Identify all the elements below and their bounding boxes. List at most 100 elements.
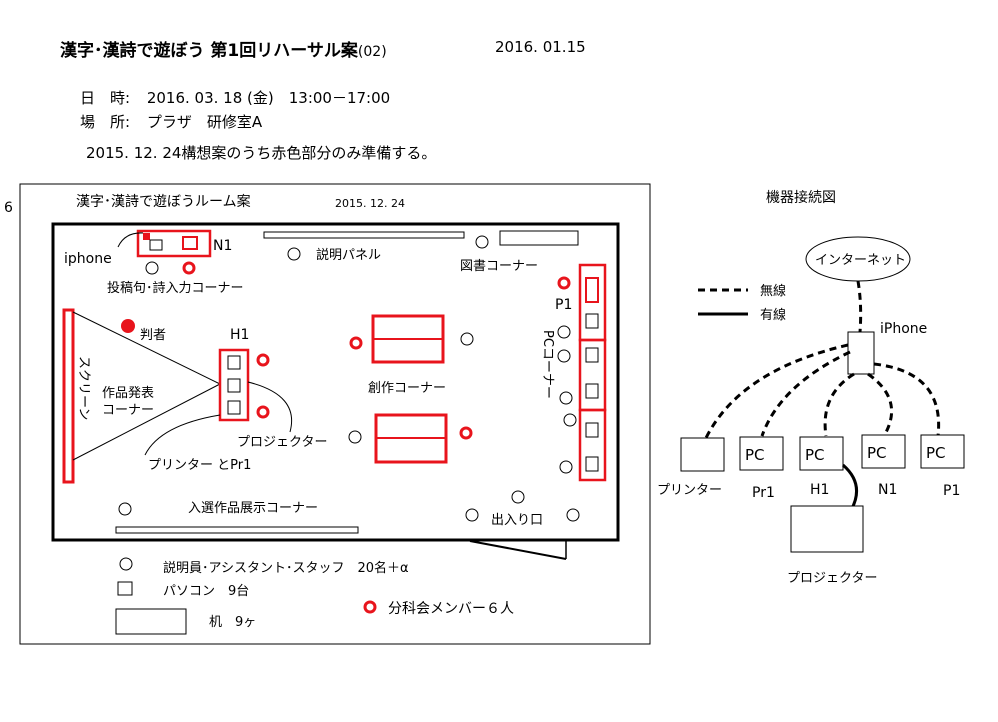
staff-circle bbox=[566, 508, 580, 522]
member-circle bbox=[182, 261, 196, 275]
pc-label: PC bbox=[805, 446, 825, 464]
legend-wired: 有線 bbox=[760, 307, 786, 323]
explanation-panel-board bbox=[263, 231, 465, 239]
pc-node-n1 bbox=[861, 434, 906, 469]
legend-member-circle bbox=[363, 600, 377, 614]
pc-desk bbox=[578, 408, 607, 482]
doc-title: 漢字･漢詩で遊ぼう 第1回リハーサル案 bbox=[60, 41, 358, 61]
projection-line-top bbox=[72, 311, 221, 385]
explanation-panel-label: 説明パネル bbox=[316, 247, 381, 263]
projector-node bbox=[790, 505, 864, 553]
legend-staff: 説明員･アシスタント･スタッフ 20名＋α bbox=[163, 560, 409, 576]
screen-label: スクリーン bbox=[76, 356, 91, 420]
staff-circle bbox=[563, 413, 577, 427]
iphone-pointer bbox=[117, 232, 144, 248]
printer-node bbox=[680, 437, 725, 472]
prep-note: 2015. 12. 24構想案のうち赤色部分のみ準備する。 bbox=[86, 144, 437, 162]
room-plan-frame bbox=[19, 183, 651, 645]
legend-wireless: 無線 bbox=[760, 283, 786, 299]
internet-label: インターネット bbox=[815, 253, 906, 268]
place-line: 場 所: プラザ 研修室A bbox=[80, 111, 262, 132]
legend-staff-circle bbox=[119, 557, 133, 571]
staff-circle bbox=[559, 460, 573, 474]
input-corner-label: 投稿句･詩入力コーナー bbox=[107, 280, 244, 296]
room-plan-date: 2015. 12. 24 bbox=[335, 197, 405, 210]
staff-circle bbox=[557, 325, 571, 339]
pc bbox=[585, 313, 599, 329]
member-circle bbox=[459, 426, 473, 440]
staff-circle bbox=[287, 247, 301, 261]
exhibition-corner-label: 入選作品展示コーナー bbox=[188, 501, 318, 516]
exhibition-board bbox=[115, 526, 359, 534]
place-label: 場 所: bbox=[80, 113, 131, 131]
iphone-node bbox=[847, 331, 875, 375]
wireless-link-p1 bbox=[873, 362, 941, 437]
legend-desk-box bbox=[115, 608, 187, 635]
datetime-line: 日 時: 2016. 03. 18 (金) 13:00－17:00 bbox=[80, 87, 390, 108]
iphone-label: iphone bbox=[64, 251, 112, 267]
datetime-label: 日 時: bbox=[80, 89, 131, 107]
member-circle bbox=[349, 336, 363, 350]
legend-desk: 机 9ヶ bbox=[209, 615, 256, 630]
pc-label: PC bbox=[745, 446, 765, 464]
member-circle bbox=[256, 353, 270, 367]
projector-label: プロジェクター bbox=[237, 435, 327, 450]
judge-label: 判者 bbox=[140, 328, 166, 343]
pc bbox=[585, 456, 599, 472]
judge-dot bbox=[121, 319, 135, 333]
legend-members: 分科会メンバー６人 bbox=[388, 601, 514, 617]
pc bbox=[585, 383, 599, 399]
presentation-corner-label-2: コーナー bbox=[102, 403, 154, 418]
legend-pc-box bbox=[117, 581, 133, 596]
wireless-link-n1 bbox=[867, 372, 894, 437]
staff-circle bbox=[118, 502, 132, 516]
staff-circle bbox=[465, 508, 479, 522]
h1-device bbox=[227, 378, 241, 393]
h1-device bbox=[227, 400, 241, 415]
doc-date: 2016. 01.15 bbox=[495, 38, 586, 56]
wireless-link-h1 bbox=[823, 372, 855, 437]
n1-node-label: N1 bbox=[878, 482, 897, 498]
h1-label: H1 bbox=[230, 327, 249, 343]
n1-pc bbox=[182, 236, 198, 250]
datetime-value: 2016. 03. 18 (金) 13:00－17:00 bbox=[146, 89, 391, 107]
pr1-label: Pr1 bbox=[752, 485, 775, 501]
staff-circle bbox=[475, 235, 489, 249]
staff-circle bbox=[348, 430, 362, 444]
place-value: プラザ 研修室A bbox=[146, 113, 263, 131]
staff-circle bbox=[557, 349, 571, 363]
member-circle bbox=[557, 276, 571, 290]
projection-line-bottom bbox=[72, 383, 221, 461]
p1-pc bbox=[585, 277, 599, 303]
pc-corner-label: PCコーナー bbox=[540, 330, 555, 399]
doc-title-line: 漢字･漢詩で遊ぼう 第1回リハーサル案(02) bbox=[60, 36, 387, 61]
library-corner-label: 図書コーナー bbox=[460, 259, 538, 274]
pc-node-p1 bbox=[920, 434, 965, 469]
staff-circle bbox=[559, 391, 573, 405]
room-wall bbox=[51, 222, 620, 542]
p1-node-label: P1 bbox=[943, 483, 960, 499]
entrance-label: 出入り口 bbox=[491, 513, 543, 528]
projector-node-label: プロジェクター bbox=[787, 571, 877, 586]
wired-link-projector bbox=[841, 463, 859, 513]
member-circle bbox=[256, 405, 270, 419]
p1-label: P1 bbox=[555, 297, 572, 313]
pc-label: PC bbox=[926, 444, 946, 462]
n1-pc bbox=[149, 239, 163, 251]
pc bbox=[585, 347, 599, 363]
doc-version: (02) bbox=[357, 44, 387, 60]
bookshelf bbox=[499, 230, 579, 246]
pc bbox=[585, 422, 599, 438]
staff-circle bbox=[145, 261, 159, 275]
printer-pointer bbox=[144, 414, 221, 456]
n1-desk bbox=[136, 229, 212, 258]
printer-label: プリンター とPr1 bbox=[148, 458, 251, 473]
screen bbox=[62, 308, 75, 484]
legend-pc: パソコン 9台 bbox=[163, 584, 249, 599]
n1-label: N1 bbox=[213, 238, 232, 254]
door-line bbox=[469, 540, 567, 560]
iphone-node-label: iPhone bbox=[880, 321, 927, 337]
pc-node-pr1 bbox=[739, 436, 784, 471]
projector-pointer bbox=[247, 381, 293, 433]
